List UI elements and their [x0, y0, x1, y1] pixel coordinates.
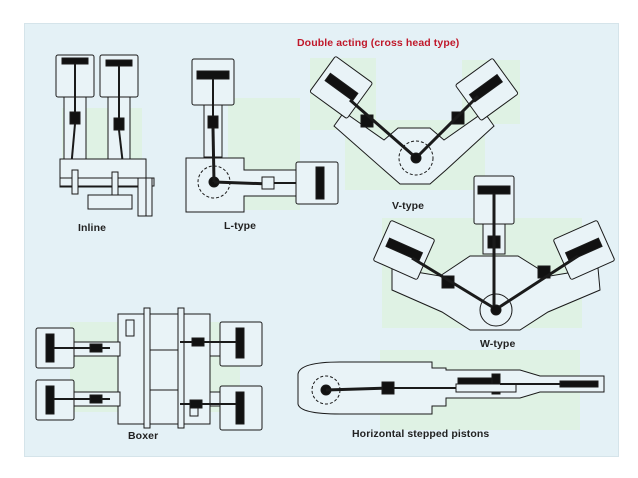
l-type-compressor — [185, 58, 339, 213]
diagram-title: Double acting (cross head type) — [297, 37, 460, 49]
v-type-compressor — [309, 56, 519, 185]
horizontal-stepped-compressor — [297, 361, 605, 415]
label-inline: Inline — [78, 222, 107, 234]
boxer-compressor — [35, 307, 263, 431]
label-l-type: L-type — [224, 220, 257, 232]
w-type-compressor — [373, 175, 615, 331]
label-boxer: Boxer — [128, 430, 159, 442]
inline-compressor — [55, 54, 155, 217]
label-horizontal-stepped: Horizontal stepped pistons — [352, 428, 490, 440]
label-v-type: V-type — [392, 200, 425, 212]
label-w-type: W-type — [480, 338, 516, 350]
